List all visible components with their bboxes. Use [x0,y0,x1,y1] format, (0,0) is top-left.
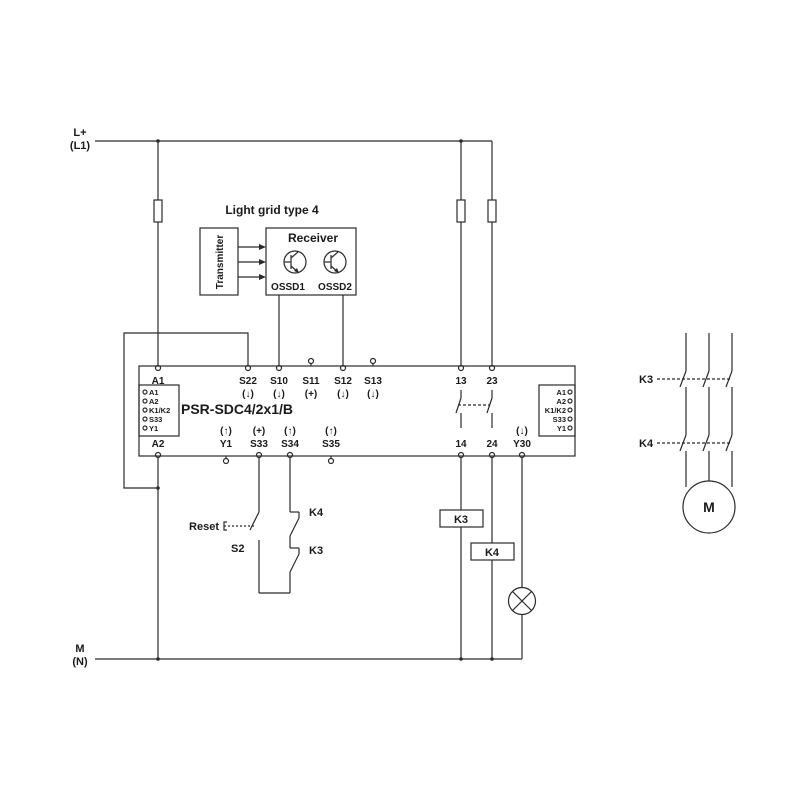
s2-label: S2 [231,543,244,555]
terminal-s11 [307,357,315,365]
motor-label: M [703,499,715,515]
terminal-y1 [222,457,230,465]
terminal-s34-symbol: (↑) [284,426,296,437]
bottom-terminals: A2 (↑) Y1 (+) S33 (↑) S34 (↑) S35 14 24 … [152,426,531,465]
light-beams [238,244,266,280]
terminal-23 [488,364,496,372]
top-terminals: A1 S22 (↓) S10 (↓) S11 (+) S12 (↓) S13 (… [152,357,498,400]
fuse-a1 [153,199,163,223]
reset-label: Reset [189,521,219,533]
coil-k4-label: K4 [485,547,500,559]
terminal-s11-symbol: (+) [305,389,318,400]
terminal-23-label: 23 [486,376,498,387]
coil-k3-label: K3 [454,514,468,526]
light-grid-title: Light grid type 4 [225,203,319,217]
terminal-24-label: 24 [486,439,498,450]
terminal-13-label: 13 [455,376,467,387]
terminal-s22 [244,364,252,372]
terminal-s13-label: S13 [364,376,382,387]
terminal-s33 [255,451,263,459]
terminal-14-label: 14 [455,439,467,450]
supply-labels: L+ (L1) M (N) [70,127,91,668]
right-label-k1k2: K1/K2 [545,406,566,415]
inner-label-a1: A1 [149,388,159,397]
fuse-13 [456,199,466,223]
transmitter-label: Transmitter [215,235,226,290]
relay-name: PSR-SDC4/2x1/B [181,401,293,417]
terminal-s33-label: S33 [250,439,268,450]
terminal-s35 [327,457,335,465]
terminal-y30 [518,451,526,459]
terminal-y30-symbol: (↓) [516,426,528,437]
terminal-s34-label: S34 [281,439,299,450]
right-label-a2: A2 [556,397,566,406]
terminal-s35-label: S35 [322,439,340,450]
output-contacts [455,390,493,428]
terminal-s12 [339,364,347,372]
receiver-box [265,227,357,296]
terminal-s11-label: S11 [302,376,320,387]
inner-label-k1k2: K1/K2 [149,406,170,415]
m-label: M [75,643,84,655]
ossd2-label: OSSD2 [318,282,352,293]
terminal-s13 [369,357,377,365]
right-label-a1: A1 [556,388,566,397]
inner-label-s33: S33 [149,415,162,424]
terminal-a2-label: A2 [152,439,165,450]
l1-label: (L1) [70,140,91,152]
motor-icon [682,480,736,534]
reset-pushbutton-icon [223,521,227,531]
feedback-k4-label: K4 [309,507,324,519]
terminal-s34 [286,451,294,459]
terminal-a2 [154,451,162,459]
terminal-y30-label: Y30 [513,439,531,450]
s22-loop-wire [123,332,249,489]
motor-k3-label: K3 [639,374,653,386]
feedback-k3-label: K3 [309,545,323,557]
terminal-14 [457,451,465,459]
terminal-s35-symbol: (↑) [325,426,337,437]
terminal-24 [488,451,496,459]
terminal-s12-label: S12 [334,376,352,387]
relay-inner-labels: A1 A2 K1/K2 S33 Y1 [142,388,170,433]
transistor-ossd1-icon [283,250,307,274]
relay-inner-label-box [138,384,180,437]
terminal-13 [457,364,465,372]
terminal-s10 [275,364,283,372]
terminal-s12-symbol: (↓) [337,389,349,400]
terminal-y1-label: Y1 [220,439,233,450]
terminal-y1-symbol: (↑) [220,426,232,437]
terminal-s10-label: S10 [270,376,288,387]
right-label-y1: Y1 [557,424,566,433]
inner-label-y1: Y1 [149,424,158,433]
junction-dot [156,486,160,490]
terminal-s13-symbol: (↓) [367,389,379,400]
relay-right-labels: A1 A2 K1/K2 S33 Y1 [545,388,573,433]
terminal-a1-label: A1 [152,376,165,387]
motor-k4-label: K4 [639,438,654,450]
terminal-a1 [154,364,162,372]
terminal-s10-symbol: (↓) [273,389,285,400]
lplus-label: L+ [73,127,86,139]
ossd1-label: OSSD1 [271,282,305,293]
terminal-s22-symbol: (↓) [242,389,254,400]
reset-circuit: Reset S2 K4 K3 [189,457,324,594]
terminal-s22-label: S22 [239,376,257,387]
fuse-23 [487,199,497,223]
transistor-ossd2-icon [323,250,347,274]
receiver-label: Receiver [288,231,338,245]
n-label: (N) [72,656,88,668]
reset-switch-s2 [249,511,260,531]
terminal-s33-symbol: (+) [253,426,266,437]
inner-label-a2: A2 [149,397,159,406]
right-label-s33: S33 [553,415,566,424]
signal-lamp-icon [507,586,537,616]
relay-right-label-box [538,384,576,437]
motor-circuit: K3 K4 M [639,333,736,534]
